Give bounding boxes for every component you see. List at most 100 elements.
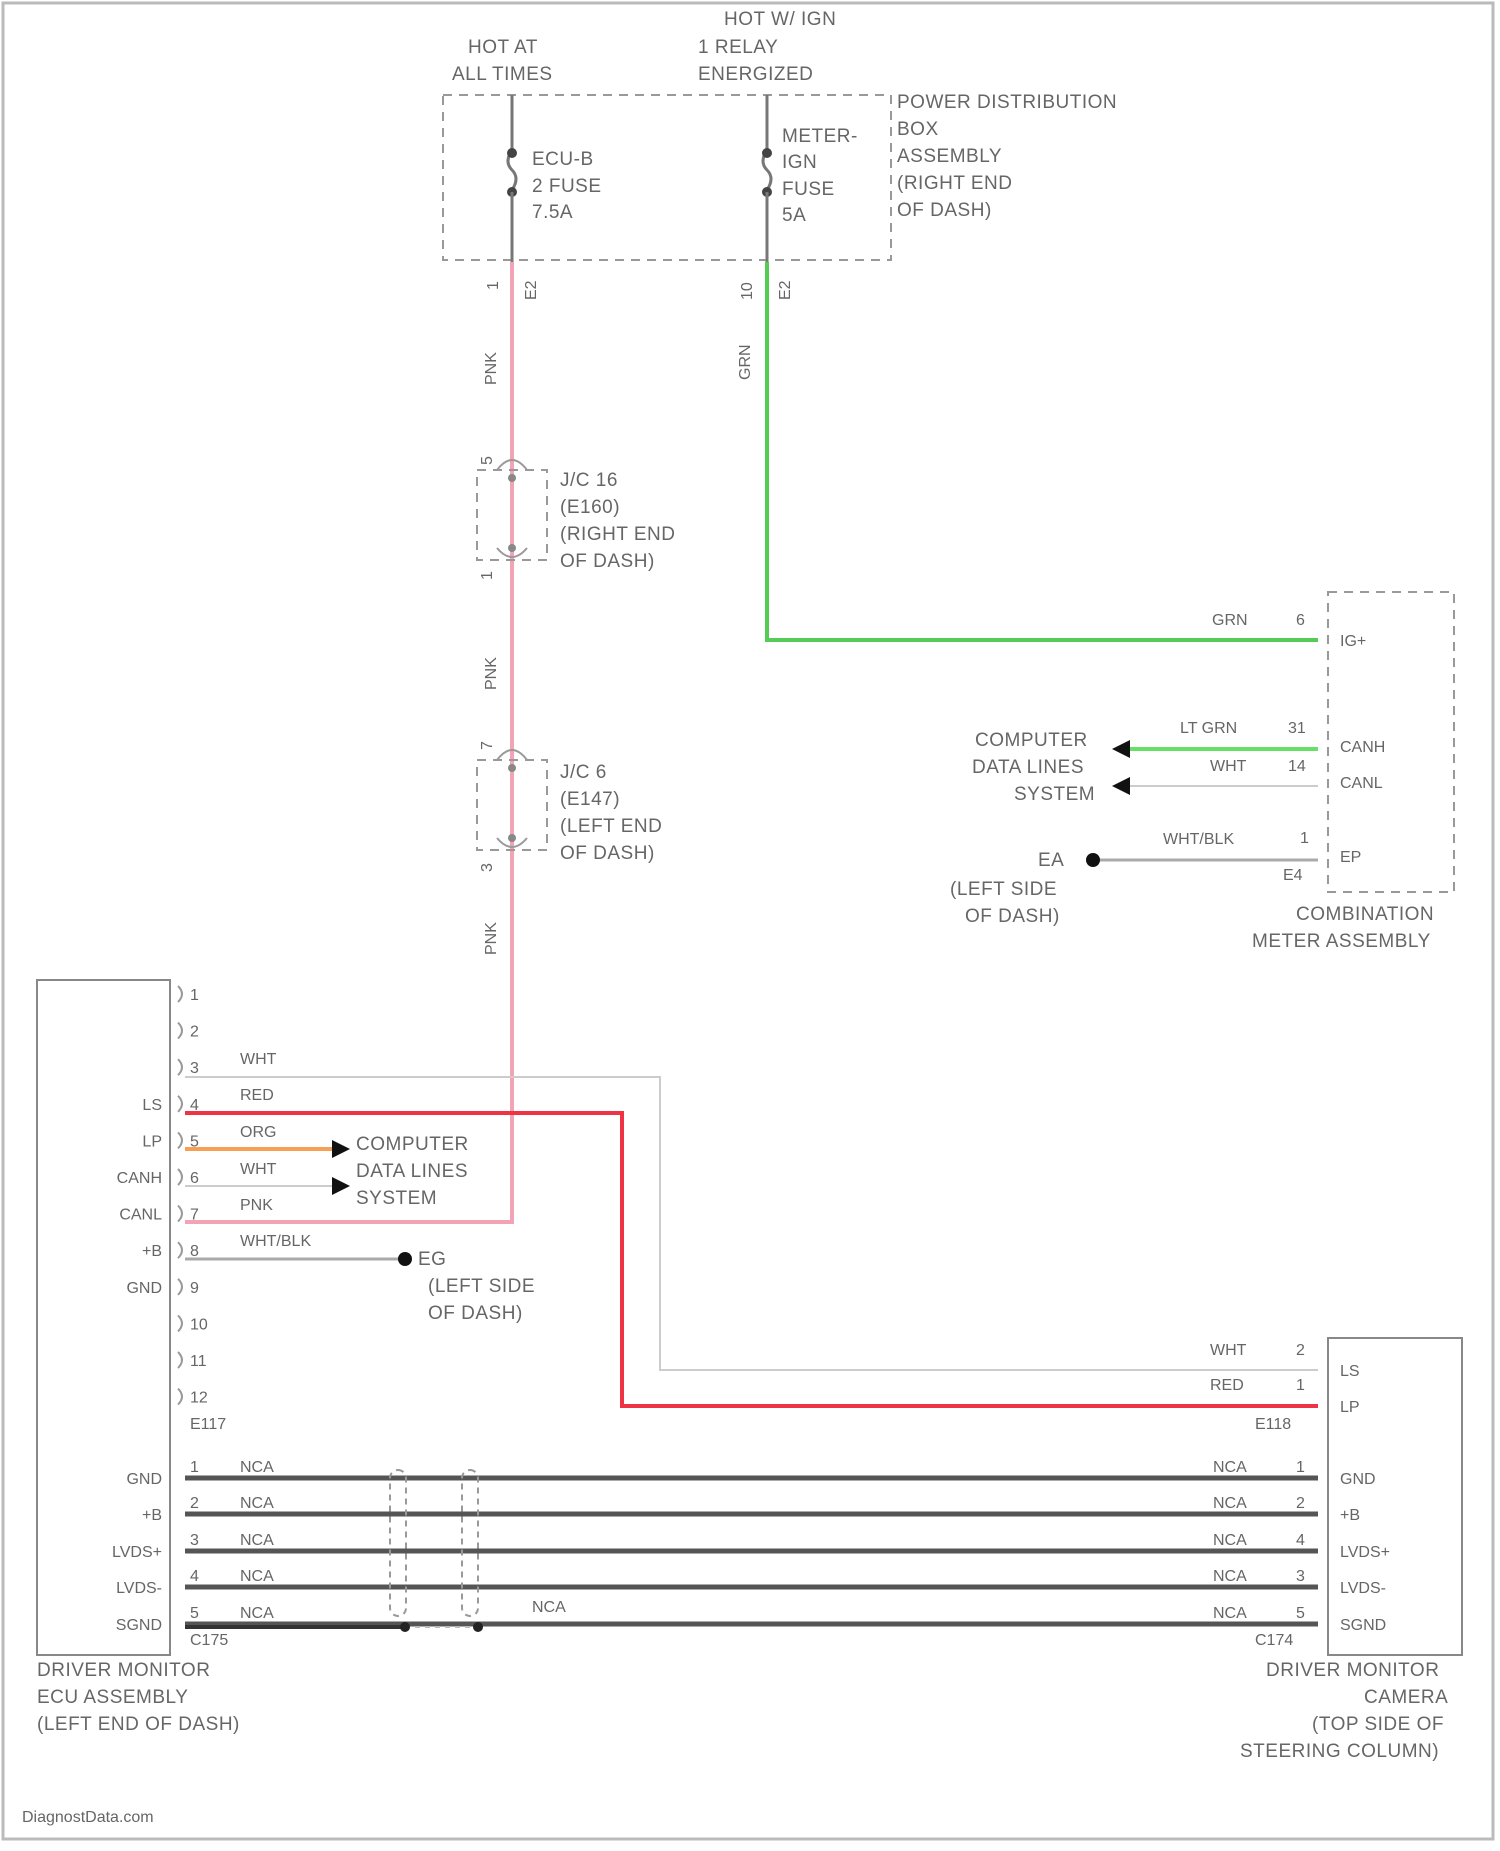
pink-label-3: PNK — [483, 922, 500, 955]
ecu-wire-label-red: RED — [240, 1087, 274, 1104]
meter-pin-canl-num: 14 — [1288, 758, 1306, 775]
meter-pin-canl: CANL — [1340, 775, 1383, 792]
meter-computer-3: SYSTEM — [1014, 784, 1095, 805]
camera-upper-num-lp: 1 — [1296, 1377, 1305, 1394]
pdb-box — [443, 95, 891, 260]
nca-label-right: NCA — [1213, 1532, 1247, 1549]
pdb-label-1: POWER DISTRIBUTION — [897, 92, 1117, 113]
meter-name-2: METER ASSEMBLY — [1252, 931, 1431, 952]
ecu-pin-label: +B — [142, 1243, 162, 1260]
ecu-pin-label: GND — [126, 1280, 162, 1297]
meter-pin-ep: EP — [1340, 849, 1361, 866]
ecu-lower-pin-label: LVDS- — [116, 1580, 162, 1597]
ecu-pin-group: 1234LS5LP6CANH7CANL8+B9GND101112 — [117, 986, 208, 1407]
fuse2-label-4: 5A — [782, 205, 806, 226]
meter-computer-2: DATA LINES — [972, 757, 1084, 778]
camera-name-3: (TOP SIDE OF — [1312, 1714, 1444, 1735]
meter-pin-ig: IG+ — [1340, 633, 1366, 650]
nca-label-right: NCA — [1213, 1459, 1247, 1476]
meter-canh-label: LT GRN — [1180, 720, 1237, 737]
nca-label-left: NCA — [240, 1568, 274, 1585]
ecu-pin-number: 10 — [190, 1316, 208, 1333]
ecu-pin-number: 7 — [190, 1207, 199, 1224]
ecu-connector-upper: E117 — [190, 1416, 226, 1433]
jc6-label-3: (LEFT END — [560, 816, 662, 837]
ecu-pin-tab — [178, 1279, 182, 1295]
camera-lower-pin-label: LVDS+ — [1340, 1544, 1390, 1561]
pdb-pin-left-b: E2 — [523, 280, 540, 300]
camera-connector-lower: C174 — [1255, 1632, 1293, 1649]
jc16-label-1: J/C 16 — [560, 470, 618, 491]
ecu-wire-label-wht: WHT — [240, 1051, 277, 1068]
camera-lower-pin-label: +B — [1340, 1507, 1360, 1524]
ecu-name-2: ECU ASSEMBLY — [37, 1687, 188, 1708]
ecu-lower-pin-number: 3 — [190, 1532, 199, 1549]
ecu-pin-tab — [178, 986, 182, 1002]
ecu-pin-label: CANH — [117, 1170, 162, 1187]
hot-all-times-1: HOT AT — [468, 37, 538, 58]
jc16-dot-b — [508, 544, 516, 552]
camera-lower-pin-label: LVDS- — [1340, 1580, 1386, 1597]
nca-label-right: NCA — [1213, 1495, 1247, 1512]
camera-name-4: STEERING COLUMN) — [1240, 1741, 1439, 1762]
ecu-pin-label: LP — [142, 1133, 162, 1150]
ecu-computer-2: DATA LINES — [356, 1161, 468, 1182]
ecu-pin-number: 6 — [190, 1170, 199, 1187]
hot-ign-1: HOT W/ IGN — [724, 9, 836, 30]
nca-label-right: NCA — [1213, 1605, 1247, 1622]
ecu-pin-label: CANL — [119, 1207, 162, 1224]
pink-label-1: PNK — [483, 352, 500, 385]
meter-ep-label: WHT/BLK — [1163, 831, 1234, 848]
canh-arrow — [332, 1140, 350, 1158]
fuse1-label-2: 2 FUSE — [532, 176, 602, 197]
meter-name-1: COMBINATION — [1296, 904, 1434, 925]
jc6-label-1: J/C 6 — [560, 762, 607, 783]
ecu-wire-label-org: ORG — [240, 1124, 276, 1141]
eg-ground-dot — [398, 1252, 412, 1266]
camera-wire-label-red: RED — [1210, 1377, 1244, 1394]
jc6-pin-bot: 3 — [479, 863, 496, 872]
jc16-label-2: (E160) — [560, 497, 620, 518]
ecu-pin-number: 9 — [190, 1280, 199, 1297]
canl-arrow — [332, 1177, 350, 1195]
camera-lower-pin-label: SGND — [1340, 1617, 1386, 1634]
fuse2-label-2: IGN — [782, 152, 817, 173]
jc16-dot-a — [508, 474, 516, 482]
outer-border — [3, 3, 1493, 1839]
camera-upper-label-lp: LP — [1340, 1399, 1360, 1416]
pdb-pin-right-b: E2 — [777, 280, 794, 300]
ecu-lower-pin-number: 2 — [190, 1495, 199, 1512]
camera-wire-label-wht: WHT — [1210, 1342, 1247, 1359]
ecu-pin-label: LS — [142, 1097, 162, 1114]
ecu-pin-tab — [178, 1169, 182, 1185]
fuse2-label-1: METER- — [782, 126, 858, 147]
ecu-lower-pin-label: LVDS+ — [112, 1544, 162, 1561]
fuse1-label-1: ECU-B — [532, 149, 594, 170]
sgnd-dot-left — [400, 1622, 410, 1632]
ecu-pin-number: 11 — [190, 1353, 207, 1370]
meter-ground-3: OF DASH) — [965, 906, 1060, 927]
eg-ground-2: (LEFT SIDE — [428, 1276, 535, 1297]
green-label-horz: GRN — [1212, 612, 1248, 629]
meter-pin-canh: CANH — [1340, 739, 1385, 756]
jc6-pin-top: 7 — [479, 741, 496, 750]
ecu-pin-tab — [178, 1059, 182, 1075]
jc16-pin-bot: 1 — [479, 571, 496, 580]
meter-pin-ig-num: 6 — [1296, 612, 1305, 629]
jc16-pin-top: 5 — [479, 456, 496, 465]
ecu-lower-pin-label: SGND — [116, 1617, 162, 1634]
ecu-pin-number: 2 — [190, 1024, 199, 1041]
hot-ign-2: 1 RELAY — [698, 37, 778, 58]
green-wire — [767, 262, 1318, 640]
nca-mid-label: NCA — [532, 1599, 566, 1616]
meter-connector: E4 — [1283, 867, 1303, 884]
ecu-pin-number: 3 — [190, 1060, 199, 1077]
camera-upper-label-ls: LS — [1340, 1363, 1360, 1380]
ecu-lower-pin-number: 4 — [190, 1568, 199, 1585]
camera-name-1: DRIVER MONITOR — [1266, 1660, 1439, 1681]
camera-connector-upper: E118 — [1255, 1416, 1291, 1433]
meter-ep-ground-dot — [1086, 853, 1100, 867]
ecu-wire-label-whtblk: WHT/BLK — [240, 1233, 311, 1250]
